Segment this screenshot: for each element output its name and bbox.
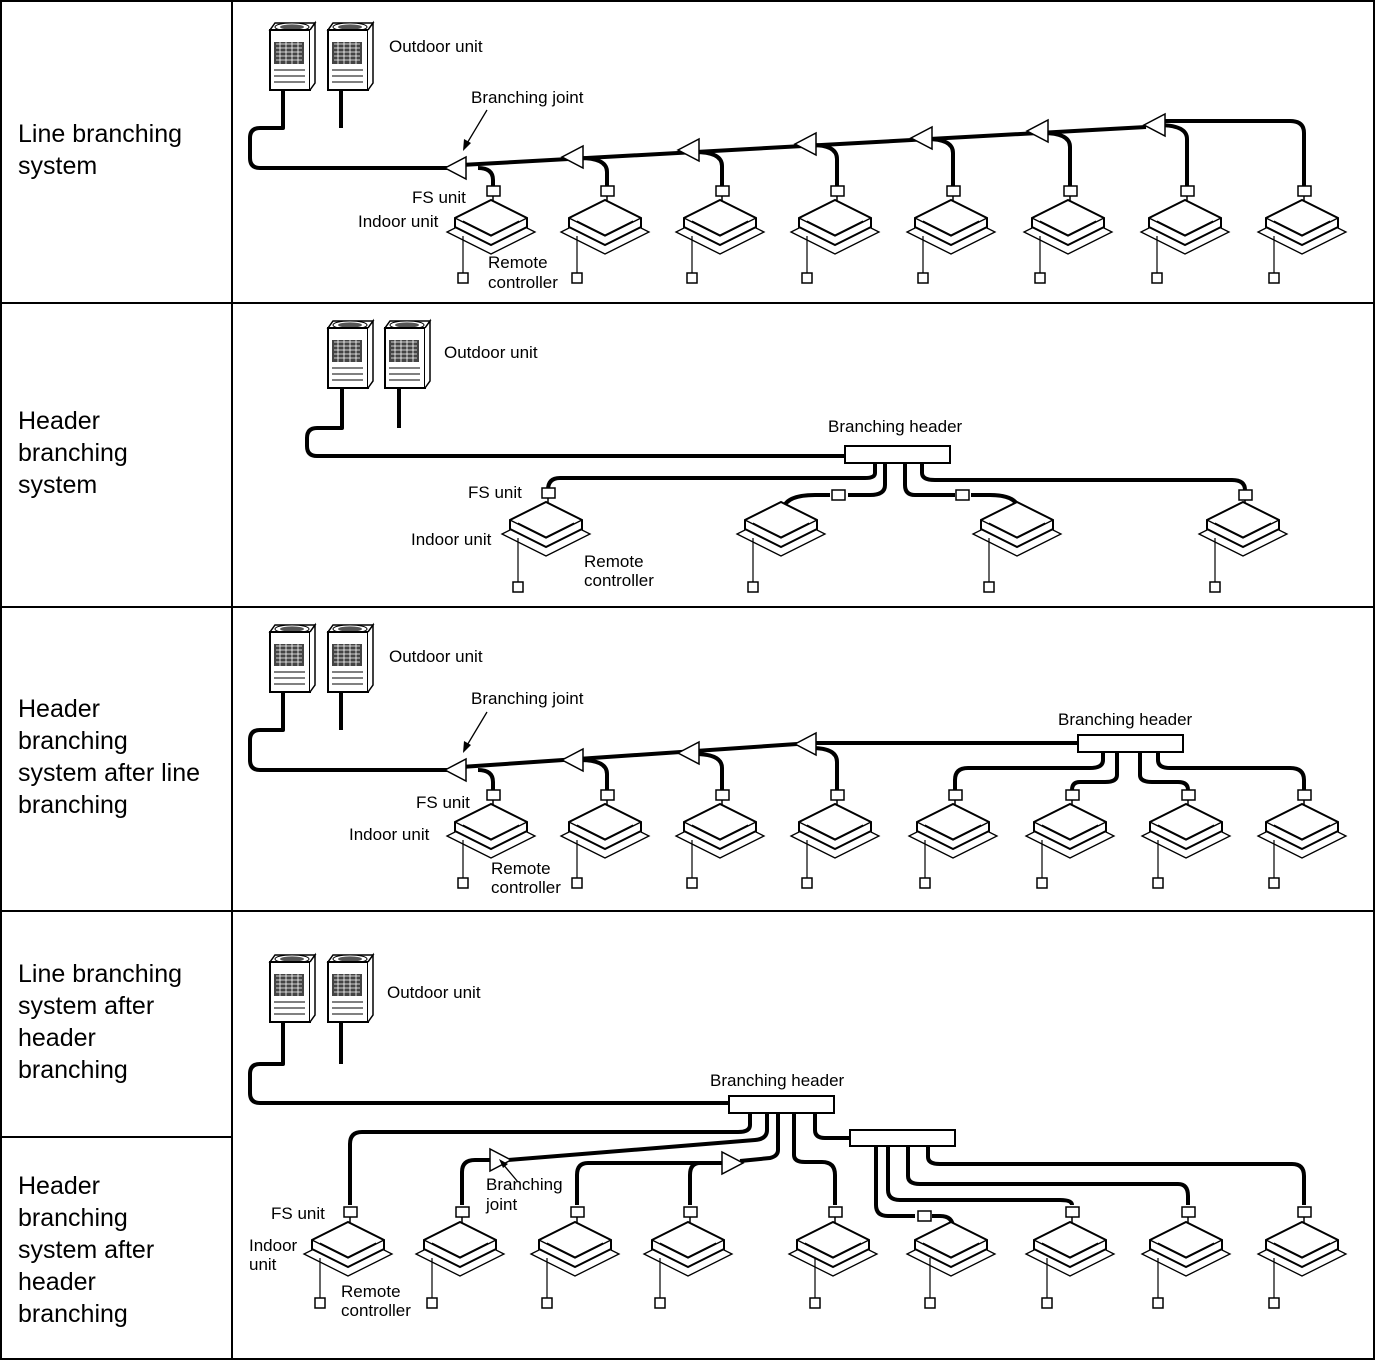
row-header-branching: Outdoor unit Branching header FS unit In… — [305, 320, 1288, 593]
row-label-header-branching: Header branching system — [18, 407, 128, 499]
row-label-header-after-header: Header branching system after header bra… — [18, 1172, 155, 1328]
branching-header-label: Branching header — [710, 1071, 845, 1090]
outdoor-unit-icon — [327, 320, 374, 389]
outdoor-unit-icon — [327, 954, 374, 1023]
indoor-unit-label: Indoor unit — [349, 825, 430, 844]
remote-controller-label-2: controller — [584, 571, 654, 590]
row-header-after-line: Outdoor unit Branching joint Branching h… — [248, 624, 1347, 897]
branching-header-icon — [1077, 734, 1184, 753]
branching-header-label: Branching header — [828, 417, 963, 436]
row-label-line-after-header: Line branching system after header branc… — [18, 960, 183, 1084]
row-label-header-after-line: Header branching system after line branc… — [18, 695, 201, 819]
indoor-unit-label: Indoor unit — [411, 530, 492, 549]
outdoor-unit-icon — [327, 624, 374, 693]
branching-joint-label-1: Branching — [486, 1175, 563, 1194]
row-label-line-branching: Line branching system — [18, 120, 183, 180]
outdoor-unit-icon — [269, 954, 316, 1023]
outdoor-unit-label: Outdoor unit — [389, 647, 483, 666]
row-line-branching: Outdoor unit Branching joint FS unit Ind… — [248, 22, 1347, 292]
indoor-unit-label-1: Indoor — [249, 1236, 298, 1255]
outdoor-unit-label: Outdoor unit — [387, 983, 481, 1002]
indoor-unit-label: Indoor unit — [358, 212, 439, 231]
row-after-header-branching: Outdoor unit Branching header Branching … — [248, 954, 1347, 1320]
remote-controller-label-2: controller — [491, 878, 561, 897]
fs-unit-label: FS unit — [416, 793, 470, 812]
branching-header-icon — [728, 1095, 835, 1114]
outdoor-unit-label: Outdoor unit — [389, 37, 483, 56]
remote-controller-label-1: Remote — [488, 253, 548, 272]
branching-header-label: Branching header — [1058, 710, 1193, 729]
branching-joint-label-2: joint — [485, 1195, 517, 1214]
branching-header-icon — [844, 445, 951, 464]
fs-unit-label: FS unit — [271, 1204, 325, 1223]
fs-unit-label: FS unit — [412, 188, 466, 207]
outdoor-unit-icon — [327, 22, 374, 91]
branching-joint-label: Branching joint — [471, 88, 584, 107]
outdoor-unit-icon — [269, 624, 316, 693]
remote-controller-label-2: controller — [341, 1301, 411, 1320]
remote-controller-label-1: Remote — [491, 859, 551, 878]
remote-controller-label-2: controller — [488, 273, 558, 292]
outdoor-unit-icon — [269, 22, 316, 91]
remote-controller-label-1: Remote — [341, 1282, 401, 1301]
branching-joint-label: Branching joint — [471, 689, 584, 708]
outdoor-unit-icon — [384, 320, 431, 389]
indoor-unit-label-2: unit — [249, 1255, 277, 1274]
remote-controller-label-1: Remote — [584, 552, 644, 571]
fs-unit-label: FS unit — [468, 483, 522, 502]
outdoor-unit-label: Outdoor unit — [444, 343, 538, 362]
branching-header-icon — [849, 1129, 956, 1147]
